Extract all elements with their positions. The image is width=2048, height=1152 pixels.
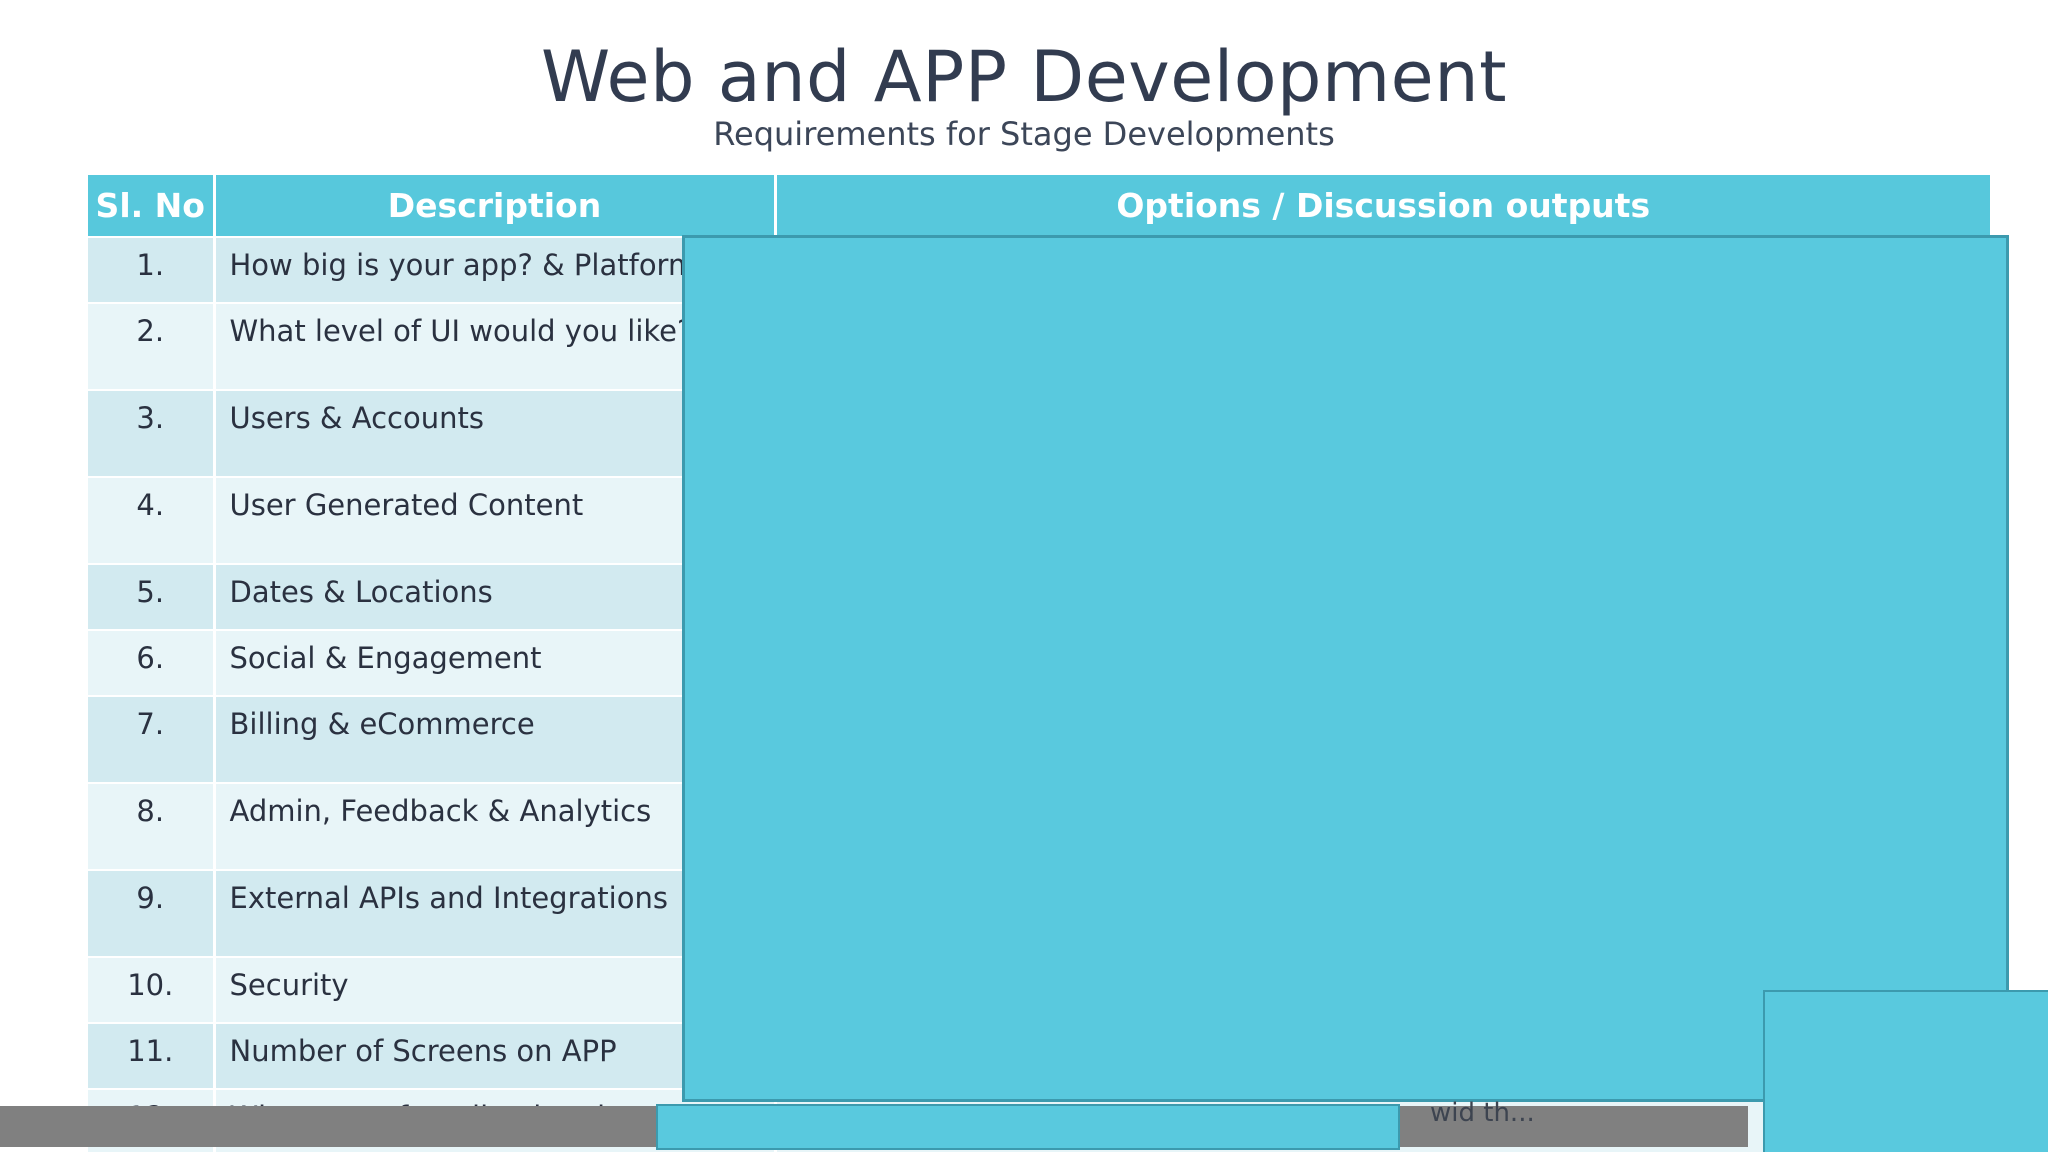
- row-number: 3.: [88, 389, 216, 477]
- row-number: 10.: [88, 956, 216, 1023]
- row-description: Number of Screens on APP: [214, 1022, 777, 1089]
- row-description: Dates & Locations: [214, 563, 777, 630]
- row-number: 6.: [88, 629, 216, 696]
- row-number: 5.: [88, 563, 216, 630]
- corner-overlay-panel[interactable]: [1763, 990, 2048, 1152]
- overlay-panel[interactable]: [682, 235, 2009, 1102]
- slide-subtitle: Requirements for Stage Developments: [713, 115, 1335, 153]
- row-number: 8.: [88, 782, 216, 870]
- row-number: 7.: [88, 695, 216, 783]
- header-options: Options / Discussion outputs: [775, 175, 1990, 237]
- row-number: 1.: [88, 236, 216, 303]
- bottom-overlay-panel[interactable]: [656, 1104, 1400, 1150]
- row-number: 2.: [88, 302, 216, 390]
- row-number: 4.: [88, 476, 216, 564]
- header-description: Description: [214, 175, 777, 237]
- header-sl-no: Sl. No: [88, 175, 216, 237]
- overlay-partial-text: wid th...: [1430, 1098, 1535, 1128]
- row-number: 11.: [88, 1022, 216, 1089]
- row-number: 9.: [88, 869, 216, 957]
- slide-title: Web and APP Development: [540, 36, 1508, 118]
- table-header-row: Sl. No Description Options / Discussion …: [88, 175, 1990, 237]
- row-description: Security: [214, 956, 777, 1023]
